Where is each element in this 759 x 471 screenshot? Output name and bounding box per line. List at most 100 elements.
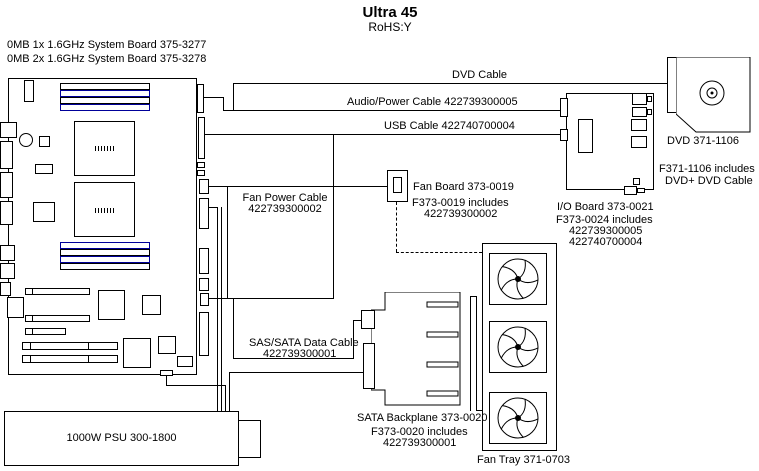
dimm-slot [60, 256, 150, 263]
system-board-option1-label: 0MB 1x 1.6GHz System Board 375-3277 [7, 39, 207, 51]
fan-power-cable-label: Fan Power Cable [242, 192, 328, 204]
backplane-drive-connector [426, 390, 459, 397]
rear-port [0, 282, 11, 296]
usb-cable-label: USB Cable 422740700004 [384, 120, 515, 132]
dvd-spindle-icon [699, 80, 725, 106]
board-edge-connector-power [199, 248, 209, 274]
dimm-slot [60, 90, 150, 97]
backplane-power-connector [363, 343, 375, 389]
rear-port [0, 122, 17, 138]
fan-board-includes-label: F373-0019 includes [412, 197, 509, 209]
psu-cable-2 [221, 207, 222, 412]
board-chip [123, 338, 151, 368]
sata-backplane-label: SATA Backplane 373-0020 [357, 412, 488, 424]
backplane-data-connector [361, 310, 375, 329]
cable-branch-vertical [333, 134, 334, 299]
io-board-left-connector-audio [560, 98, 568, 117]
sas-cable-number: 422739300001 [263, 348, 337, 360]
psu-cable-1 [217, 207, 218, 412]
board-edge-connector-small [199, 278, 209, 291]
dvd-cable-label: DVD Cable [452, 69, 508, 81]
fan-tray-cable-bridge-top [470, 296, 477, 297]
board-edge-connector-small [197, 162, 205, 168]
fan-tray-label: Fan Tray 371-0703 [477, 454, 570, 466]
board-bottom-connector [160, 370, 173, 376]
dvd-cable-line [233, 83, 668, 84]
dimm-slot [60, 83, 150, 90]
board-bottom-connector-drop [166, 375, 167, 386]
io-board-includes-number2: 422740700004 [569, 236, 643, 248]
cable-loop-vertical [227, 186, 228, 299]
pci-slot [22, 355, 118, 363]
board-chip [177, 356, 193, 367]
dimm-slot [60, 104, 150, 111]
psu-label: 1000W PSU 300-1800 [66, 432, 177, 444]
pci-slot-key [32, 315, 33, 322]
board-edge-connector-sas [199, 312, 209, 356]
rear-port [0, 141, 13, 169]
fan-tray-cable-2 [476, 296, 477, 411]
io-board-bottom-chip [633, 178, 640, 185]
usb-cable-line [204, 134, 562, 135]
rear-port [0, 201, 13, 225]
fan-icon [497, 258, 539, 300]
cpu-die-hatch [95, 208, 115, 213]
rear-port [0, 245, 15, 261]
sas-cable-label: SAS/SATA Data Cable [249, 337, 359, 349]
backplane-drive-connector [426, 331, 459, 338]
fan-board-label: Fan Board 373-0019 [413, 181, 514, 193]
board-chip [142, 295, 161, 315]
backplane-drive-connector [426, 301, 459, 308]
board-edge-connector-fan-power [199, 179, 209, 194]
board-chip [35, 164, 53, 174]
dimm-slot [60, 242, 150, 249]
rear-port [0, 172, 13, 198]
pci-slot-key [30, 342, 31, 350]
sas-data-line-drop [233, 298, 234, 359]
board-chip [7, 297, 24, 318]
board-edge-connector-small [197, 170, 205, 176]
pci-slot-divider [88, 355, 89, 363]
io-board-includes-label: F373-0024 includes [556, 214, 653, 226]
psu-cable-stub [208, 207, 218, 208]
fan-icon [497, 326, 539, 368]
backplane-power-drop [229, 372, 230, 412]
board-chip [33, 202, 55, 222]
fan-power-cable-line [208, 186, 387, 187]
io-board-right-connector-nub [647, 96, 652, 102]
fan-board-dashed-drop [396, 202, 397, 252]
fan-board-includes-number: 422739300002 [424, 208, 498, 220]
io-board-right-connector-nub [647, 109, 652, 115]
dimm-slot [60, 263, 150, 270]
board-edge-connector-small [200, 293, 209, 306]
rohs-label: RoHS:Y [368, 20, 412, 34]
fan-power-cable-number: 422739300002 [248, 203, 322, 215]
psu-side-tab [238, 420, 261, 458]
audio-cable-stub-drop [223, 97, 224, 111]
board-edge-connector-usb [198, 117, 205, 159]
io-board-right-connector [631, 136, 647, 148]
io-board-right-connector [632, 93, 647, 105]
board-chip [39, 136, 50, 147]
io-board-right-connector [631, 119, 647, 131]
fan-tray-cable-bridge-bottom [476, 410, 483, 411]
dvd-includes-label: F371-1106 includes [659, 163, 755, 175]
pci-slot [25, 328, 66, 335]
system-board-option2-label: 0MB 2x 1.6GHz System Board 375-3278 [7, 53, 207, 65]
sas-data-line-top [353, 320, 363, 321]
audio-power-cable-label: Audio/Power Cable 422739300005 [347, 96, 518, 108]
dvd-label: DVD 371-1106 [667, 135, 739, 147]
dimm-slot [60, 249, 150, 256]
board-bottom-connector-run [166, 385, 226, 386]
sata-backplane-includes-label: F373-0020 includes [371, 426, 468, 438]
cpu-die-hatch [95, 146, 115, 151]
pci-slot [22, 342, 118, 350]
backplane-power-line [229, 372, 364, 373]
fan-tray-cable-1 [470, 296, 471, 411]
pci-slot-key [32, 328, 33, 335]
board-chip [158, 336, 176, 354]
fan-icon [497, 397, 539, 439]
io-board-right-connector [632, 107, 647, 117]
audio-power-cable-line [223, 110, 562, 111]
psu-outline [4, 411, 239, 466]
